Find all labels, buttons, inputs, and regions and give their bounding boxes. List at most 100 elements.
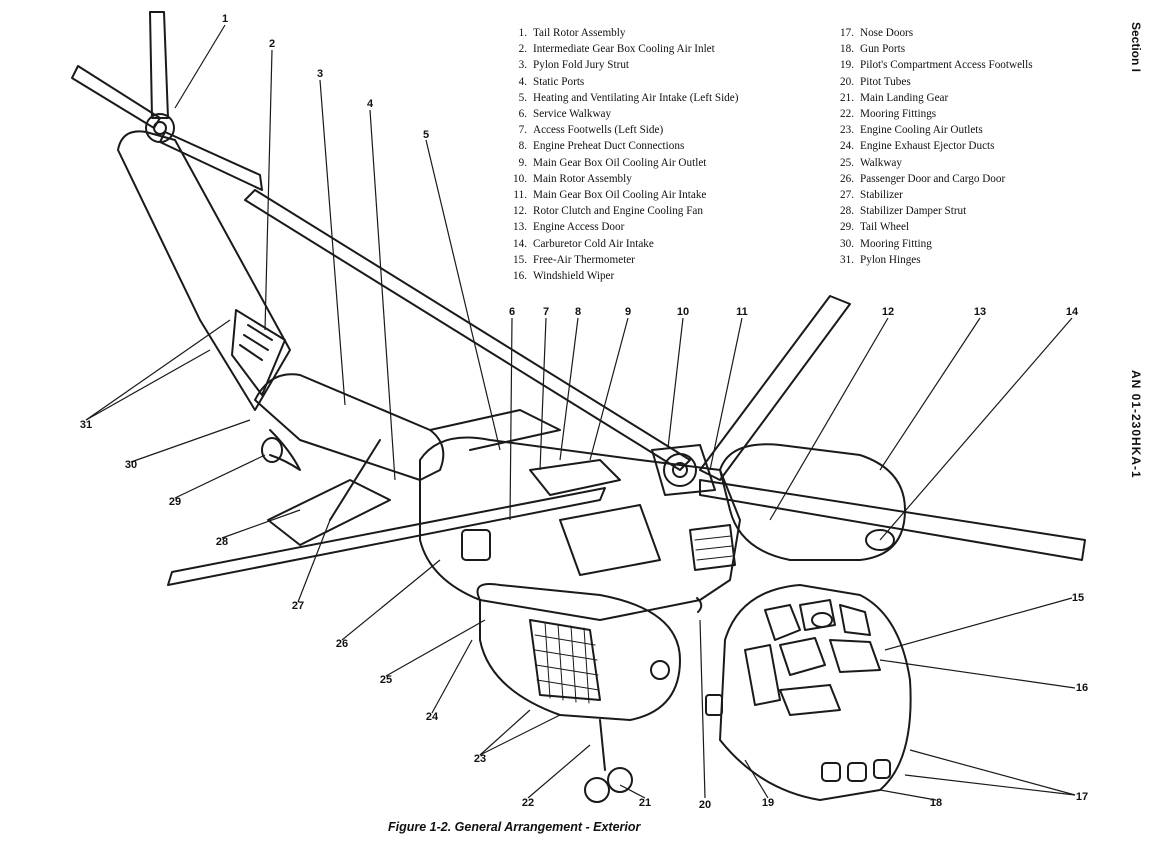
right-engine-nacelle (689, 443, 906, 571)
stabilizer-strut (329, 439, 381, 521)
callout-28: 28 (216, 536, 228, 548)
legend-item-label: Access Footwells (Left Side) (533, 124, 664, 137)
legend-item: 4. Static Ports (505, 74, 738, 90)
legend-item: 26.Passenger Door and Cargo Door (832, 171, 1033, 187)
legend-item-number: 20. (840, 75, 854, 88)
legend-item-label: Tail Wheel (860, 221, 910, 234)
legend-item: 29.Tail Wheel (832, 219, 1033, 235)
callout-23: 23 (474, 753, 486, 765)
legend-item: 16. Windshield Wiper (505, 268, 738, 284)
legend-item-number: 19. (840, 59, 854, 72)
callout-15: 15 (1072, 592, 1084, 604)
cockpit-nose (705, 584, 912, 801)
section-label: Section I (1129, 22, 1143, 73)
legend-item: 28. Stabilizer Damper Strut (832, 203, 1033, 219)
legend-item: 17.Nose Doors (832, 25, 1033, 41)
legend-item-number: 2. (518, 43, 527, 56)
callout-13: 13 (974, 306, 986, 318)
callout-9: 9 (625, 306, 631, 318)
callout-16: 16 (1076, 682, 1088, 694)
legend-item-label: Main Rotor Assembly (533, 172, 632, 185)
leader-lines (85, 24, 1076, 801)
legend-item: 2. Intermediate Gear Box Cooling Air Inle… (505, 41, 738, 57)
tail-cone (254, 373, 561, 546)
main-rotor (167, 189, 1086, 586)
legend-item-label: Pylon Fold Jury Strut (533, 59, 630, 72)
callout-5: 5 (423, 129, 429, 141)
legend-item-label: Windshield Wiper (533, 270, 615, 283)
legend-item-label: Engine Exhaust Ejector Ducts (860, 140, 995, 153)
legend-item: 20. Pitot Tubes (832, 74, 1033, 90)
legend-item-number: 12. (513, 205, 527, 218)
legend-item: 14. Carburetor Cold Air Intake (505, 236, 738, 252)
callout-19: 19 (762, 797, 774, 809)
legend-item: 21.Main Landing Gear (832, 90, 1033, 106)
legend-item-label: Engine Cooling Air Outlets (860, 124, 983, 137)
legend-item: 23. Engine Cooling Air Outlets (832, 122, 1033, 138)
legend-item-label: Intermediate Gear Box Cooling Air Inlet (533, 43, 715, 56)
left-engine-nacelle (476, 583, 681, 721)
legend-item-number: 6. (518, 108, 527, 121)
legend-item-label: Engine Access Door (533, 221, 625, 234)
callout-20: 20 (699, 799, 711, 811)
legend-item-label: Heating and Ventilating Air Intake (Left… (533, 91, 739, 104)
callout-25: 25 (380, 674, 392, 686)
callout-18: 18 (930, 797, 942, 809)
legend-item-number: 18. (840, 43, 854, 56)
legend-item-number: 7. (518, 124, 527, 137)
legend-item-number: 8. (518, 140, 527, 153)
legend-item: 10. Main Rotor Assembly (505, 171, 738, 187)
callout-1: 1 (222, 13, 228, 25)
callout-3: 3 (317, 68, 323, 80)
legend-item-number: 4. (518, 75, 527, 88)
legend-item-label: Stabilizer Damper Strut (860, 205, 967, 218)
callout-29: 29 (169, 496, 181, 508)
callout-22: 22 (522, 797, 534, 809)
callout-14: 14 (1066, 306, 1079, 318)
tail-rotor (71, 11, 263, 191)
legend-item: 15.Free-Air Thermometer (505, 252, 738, 268)
document-number: AN 01-230HKA-1 (1129, 370, 1143, 479)
legend-item-label: Passenger Door and Cargo Door (860, 172, 1006, 185)
legend-item: 25.Walkway (832, 155, 1033, 171)
legend-item: 9.Main Gear Box Oil Cooling Air Outlet (505, 155, 738, 171)
legend-item-label: Carburetor Cold Air Intake (533, 237, 654, 250)
legend-item-number: 30. (840, 237, 854, 250)
legend-item-label: Engine Preheat Duct Connections (533, 140, 685, 153)
legend-item: 12.Rotor Clutch and Engine Cooling Fan (505, 203, 738, 219)
legend-item-number: 16. (513, 270, 527, 283)
legend-item-label: Mooring Fitting (860, 237, 932, 250)
legend-item-label: Pitot Tubes (860, 75, 911, 88)
legend-item: 22.Mooring Fittings (832, 106, 1033, 122)
landing-gear (584, 597, 703, 803)
legend-item-number: 1. (518, 27, 527, 39)
callout-26: 26 (336, 638, 348, 650)
legend-item-number: 27. (840, 189, 854, 202)
legend-item-number: 11. (513, 189, 527, 202)
callout-30: 30 (125, 459, 137, 471)
legend-item: 3.Pylon Fold Jury Strut (505, 57, 738, 73)
callout-2: 2 (269, 38, 275, 50)
callout-10: 10 (677, 306, 689, 318)
legend-item-number: 14. (513, 237, 527, 250)
legend-item-label: Static Ports (533, 75, 585, 88)
legend-item-number: 31. (840, 253, 854, 266)
legend-item: 6.Service Walkway (505, 106, 738, 122)
legend-item-label: Pilot's Compartment Access Footwells (860, 59, 1033, 72)
callout-27: 27 (292, 600, 304, 612)
callout-11: 11 (736, 306, 748, 318)
callout-8: 8 (575, 306, 581, 318)
legend-item-number: 28. (840, 205, 854, 218)
callout-17: 17 (1076, 791, 1088, 803)
legend-item-number: 25. (840, 156, 854, 169)
legend-item-number: 9. (518, 156, 527, 169)
legend-item-number: 23. (840, 124, 854, 137)
legend-item-number: 10. (513, 172, 527, 185)
legend-item-number: 15. (513, 253, 527, 266)
legend-item: 8. Engine Preheat Duct Connections (505, 138, 738, 154)
legend-item-number: 5. (518, 91, 527, 104)
fuselage (419, 436, 741, 621)
